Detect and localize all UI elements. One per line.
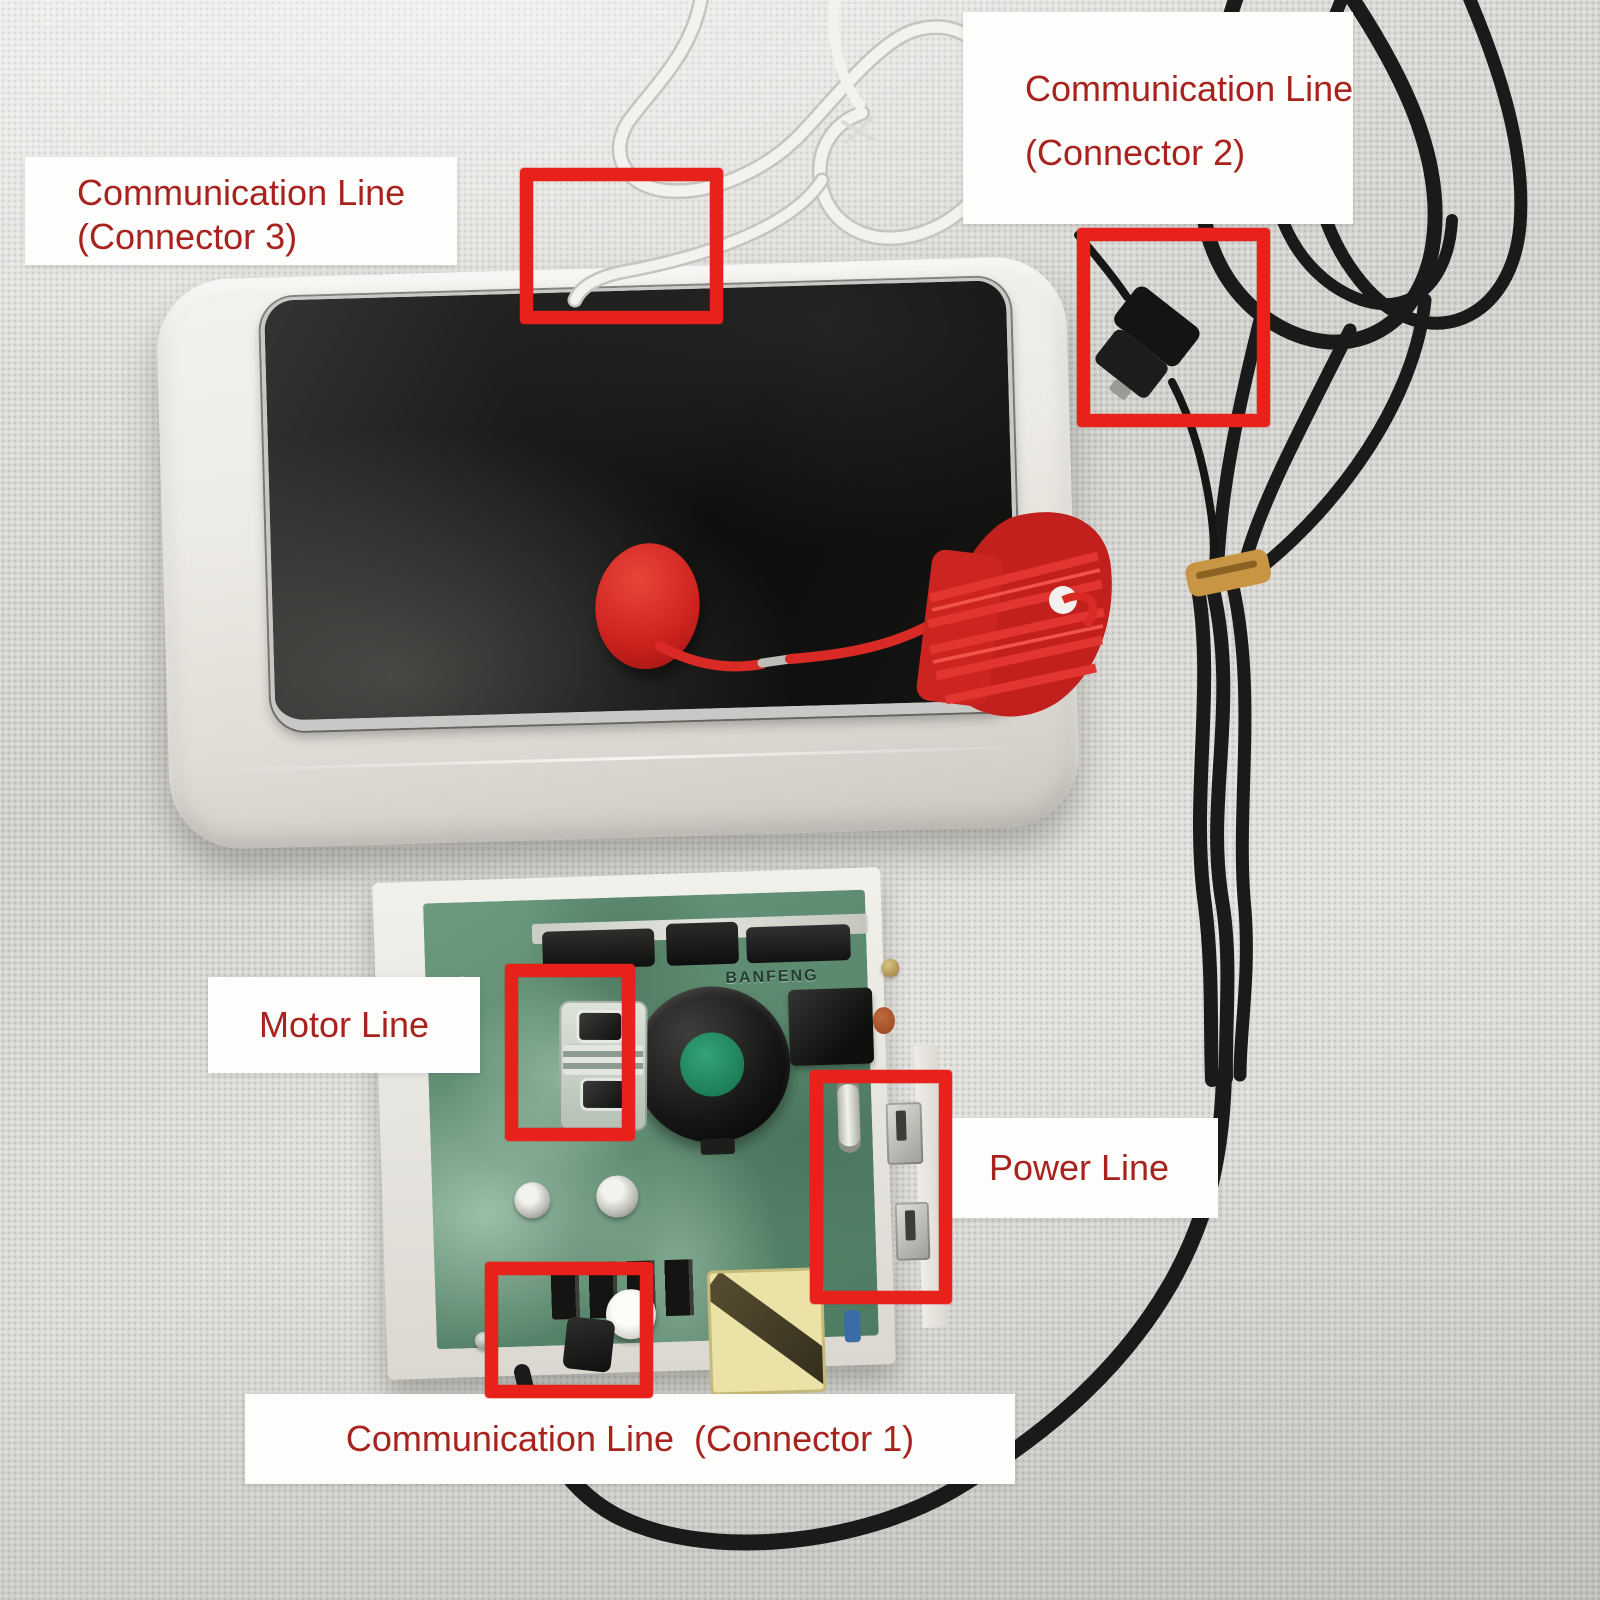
- pcb-silkscreen-text: BANFENG: [725, 967, 819, 988]
- electrolytic-capacitor: [595, 1174, 639, 1219]
- label-text: Communication Line (Connector 1): [345, 1418, 915, 1459]
- toroid-inductor: [631, 984, 793, 1155]
- capacitor-bank: [665, 921, 740, 966]
- label-text: (Connector 2): [1025, 132, 1246, 173]
- transformer: [706, 1267, 827, 1396]
- screw: [880, 958, 900, 978]
- label-text: Communication Line: [77, 172, 406, 213]
- highlight-box-connector3: [520, 168, 723, 324]
- transformer-tape: [706, 1271, 827, 1391]
- toroid-sticker: [679, 1031, 746, 1098]
- toroid-mount-tab: [700, 1137, 736, 1155]
- disc-capacitor: [872, 1006, 896, 1035]
- label-communication-line-connector1: Communication Line (Connector 1): [245, 1394, 1015, 1484]
- highlight-box-motor-line: [505, 964, 635, 1141]
- label-text: Communication Line: [1025, 68, 1354, 109]
- label-text: (Connector 3): [77, 216, 298, 257]
- highlight-box-power-line: [810, 1070, 952, 1304]
- electrolytic-capacitor: [513, 1181, 551, 1219]
- highlight-box-connector1: [485, 1262, 653, 1398]
- blue-component: [843, 1309, 861, 1343]
- capacitor-bank: [745, 924, 851, 964]
- treadmill-console: [155, 255, 1081, 851]
- label-power-line: Power Line: [940, 1118, 1218, 1218]
- label-text: Motor Line: [258, 1004, 430, 1045]
- highlight-box-connector2: [1077, 228, 1270, 427]
- label-communication-line-connector2: Communication Line (Connector 2): [963, 12, 1353, 224]
- label-motor-line: Motor Line: [208, 977, 480, 1073]
- label-communication-line-connector3: Communication Line (Connector 3): [25, 157, 457, 265]
- label-text: Power Line: [988, 1147, 1170, 1188]
- rubber-band: [1185, 549, 1271, 597]
- relay-block: [787, 987, 875, 1067]
